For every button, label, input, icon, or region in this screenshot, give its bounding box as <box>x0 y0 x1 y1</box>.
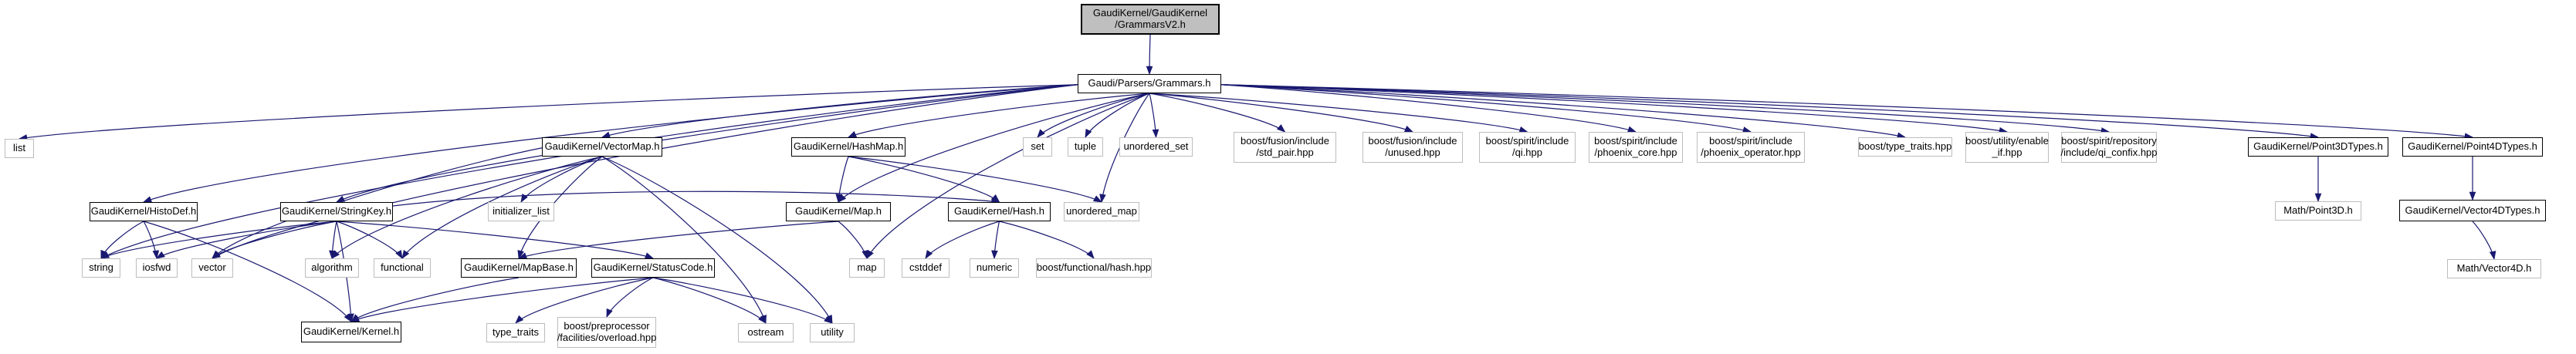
node-kernel[interactable]: GaudiKernel/Kernel.h <box>301 322 401 342</box>
edge-vectormap-functional <box>401 156 603 259</box>
node-math_point3d: Math/Point3D.h <box>2275 201 2361 221</box>
edge-grammars-type_traits_hpp <box>1220 84 1907 139</box>
node-vectormap[interactable]: GaudiKernel/VectorMap.h <box>542 137 662 157</box>
node-initializer_list: initializer_list <box>488 202 554 221</box>
edge-grammars-map_h <box>838 93 1150 203</box>
edge-hash_h-boost_hash <box>999 221 1095 259</box>
edge-grammars-phoenix_core <box>1220 84 1637 133</box>
edge-grammars-unused <box>1149 93 1414 133</box>
edge-mapbase-kernel <box>350 277 520 322</box>
node-hashmap[interactable]: GaudiKernel/HashMap.h <box>791 137 905 157</box>
node-iosfwd: iosfwd <box>136 258 178 278</box>
edge-hash_h-numeric <box>991 221 1000 260</box>
node-type_traits_hpp: boost/type_traits.hpp <box>1858 137 1952 157</box>
node-ostream: ostream <box>738 323 794 342</box>
edge-statuscode-utility <box>652 277 833 324</box>
edge-root-grammars <box>1146 34 1153 76</box>
edge-vectormap-algorithm <box>331 156 603 259</box>
node-grammars[interactable]: Gaudi/Parsers/Grammars.h <box>1078 74 1221 93</box>
edge-grammars-vector <box>212 84 1078 259</box>
edge-grammars-tuple <box>1085 93 1150 139</box>
node-hash_h[interactable]: GaudiKernel/Hash.h <box>948 202 1051 221</box>
node-mapbase[interactable]: GaudiKernel/MapBase.h <box>461 258 577 278</box>
node-unused: boost/fusion/include /unused.hpp <box>1362 132 1463 163</box>
node-algorithm: algorithm <box>305 258 359 278</box>
edge-grammars-std_pair <box>1149 93 1286 133</box>
edge-statuscode-kernel <box>350 277 654 322</box>
edge-stringkey-vector <box>212 221 337 259</box>
edge-stringkey-hash_h <box>392 190 1000 207</box>
edge-map_h-map <box>838 221 868 260</box>
edge-statuscode-overload <box>606 277 654 319</box>
node-vector4dtypes[interactable]: GaudiKernel/Vector4DTypes.h <box>2399 200 2546 221</box>
edge-grammars-set <box>1037 93 1150 138</box>
edge-grammars-qi_confix <box>1220 84 2111 134</box>
node-map: map <box>849 258 885 278</box>
edge-grammars-enable_if <box>1220 84 2009 134</box>
edge-statuscode-ostream <box>652 277 767 324</box>
node-phoenix_operator: boost/spirit/include /phoenix_operator.h… <box>1697 132 1805 163</box>
edge-stringkey-functional <box>336 221 403 259</box>
edge-vectormap-vector <box>212 147 543 259</box>
edge-grammars-unordered_set <box>1149 93 1159 139</box>
edge-histodef-kernel <box>143 221 352 322</box>
edge-grammars-point4dtypes <box>1220 84 2474 140</box>
edge-statuscode-type_traits <box>515 277 654 324</box>
node-functional: functional <box>374 258 431 278</box>
edge-hash_h-cstddef <box>925 221 1000 259</box>
node-stringkey[interactable]: GaudiKernel/StringKey.h <box>280 202 393 221</box>
node-cstddef: cstddef <box>902 258 949 278</box>
node-qi_confix: boost/spirit/repository /include/qi_conf… <box>2060 132 2158 163</box>
edge-grammars-stringkey <box>335 84 1078 203</box>
edge-stringkey-statuscode <box>336 221 655 259</box>
edge-grammars-map <box>866 93 1150 259</box>
node-qi: boost/spirit/include /qi.hpp <box>1479 132 1576 163</box>
node-map_h[interactable]: GaudiKernel/Map.h <box>786 202 891 221</box>
node-math_vector4d: Math/Vector4D.h <box>2447 259 2541 278</box>
edge-grammars-string <box>100 84 1078 259</box>
edge-grammars-list <box>18 84 1078 141</box>
node-string: string <box>82 258 120 278</box>
node-type_traits: type_traits <box>486 323 545 342</box>
edge-hashmap-unordered_map <box>848 156 1103 203</box>
edge-hashmap-hash_h <box>848 156 1000 203</box>
node-boost_hash: boost/functional/hash.hpp <box>1036 258 1152 278</box>
edge-vectormap-utility <box>601 156 833 325</box>
edge-grammars-hashmap <box>847 93 1150 138</box>
node-list: list <box>5 139 34 158</box>
edge-grammars-qi <box>1149 93 1528 133</box>
edge-vector4dtypes-math_vector4d <box>2472 221 2496 261</box>
edge-grammars-histodef <box>142 84 1078 203</box>
node-statuscode[interactable]: GaudiKernel/StatusCode.h <box>591 258 715 278</box>
edge-stringkey-string <box>100 221 337 259</box>
node-enable_if: boost/utility/enable _if.hpp <box>1965 132 2049 163</box>
edge-histodef-string <box>100 221 144 260</box>
edge-grammars-point3dtypes <box>1220 84 2320 140</box>
edge-map_h-mapbase <box>517 221 839 259</box>
node-tuple: tuple <box>1068 137 1103 157</box>
edge-vectormap-initializer_list <box>520 156 603 203</box>
node-point4dtypes[interactable]: GaudiKernel/Point4DTypes.h <box>2402 137 2543 157</box>
node-overload: boost/preprocessor /facilities/overload.… <box>557 317 656 348</box>
edge-vectormap-ostream <box>601 156 767 325</box>
node-unordered_set: unordered_set <box>1119 137 1193 157</box>
edge-stringkey-iosfwd <box>156 221 337 259</box>
edge-hashmap-map_h <box>835 156 849 204</box>
edge-stringkey-algorithm <box>329 221 337 260</box>
node-point3dtypes[interactable]: GaudiKernel/Point3DTypes.h <box>2248 137 2388 157</box>
node-set: set <box>1023 137 1052 157</box>
node-unordered_map: unordered_map <box>1064 202 1139 221</box>
node-std_pair: boost/fusion/include /std_pair.hpp <box>1234 132 1336 163</box>
node-histodef[interactable]: GaudiKernel/HistoDef.h <box>90 202 198 221</box>
node-root: GaudiKernel/GaudiKernel /GrammarsV2.h <box>1081 4 1220 35</box>
node-vector: vector <box>191 258 233 278</box>
edge-grammars-phoenix_operator <box>1220 84 1752 133</box>
node-utility: utility <box>810 323 855 342</box>
node-numeric: numeric <box>970 258 1019 278</box>
node-phoenix_core: boost/spirit/include /phoenix_core.hpp <box>1589 132 1683 163</box>
